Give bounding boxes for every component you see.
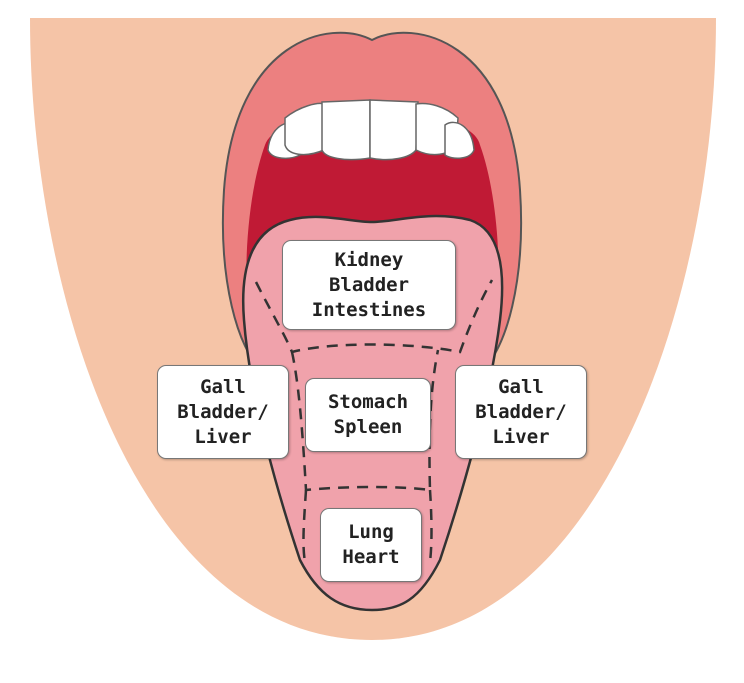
region-label-stomach-spleen: Stomach Spleen xyxy=(305,378,431,452)
label-line: Gall xyxy=(498,375,544,398)
label-line: Stomach xyxy=(327,391,409,413)
label-line: Kidney xyxy=(334,248,404,271)
label-line: Bladder/ xyxy=(177,400,269,423)
label-line: Bladder/ xyxy=(475,400,567,423)
divider-line xyxy=(302,489,308,563)
divider-line xyxy=(290,349,440,492)
tooth xyxy=(444,121,475,160)
label-line: Heart xyxy=(342,546,400,568)
region-label-right-gall-bladder-liver: Gall Bladder/ Liver xyxy=(455,365,587,459)
label-line: Bladder xyxy=(328,273,410,296)
label-line: Lung xyxy=(348,521,394,543)
label-line: Intestines xyxy=(311,298,427,321)
teeth xyxy=(267,99,475,161)
label-line: Gall xyxy=(200,375,246,398)
label-line: Liver xyxy=(194,425,252,448)
region-label-lung-heart: Lung Heart xyxy=(320,508,422,582)
region-label-kidney-bladder-intestines: Kidney Bladder Intestines xyxy=(282,240,456,330)
divider-line xyxy=(254,279,494,354)
divider-line xyxy=(428,489,433,563)
region-label-left-gall-bladder-liver: Gall Bladder/ Liver xyxy=(157,365,289,459)
region-dividers xyxy=(254,279,494,563)
label-line: Liver xyxy=(492,425,550,448)
label-line: Spleen xyxy=(333,416,403,438)
tooth xyxy=(321,99,371,161)
tooth xyxy=(369,99,419,161)
